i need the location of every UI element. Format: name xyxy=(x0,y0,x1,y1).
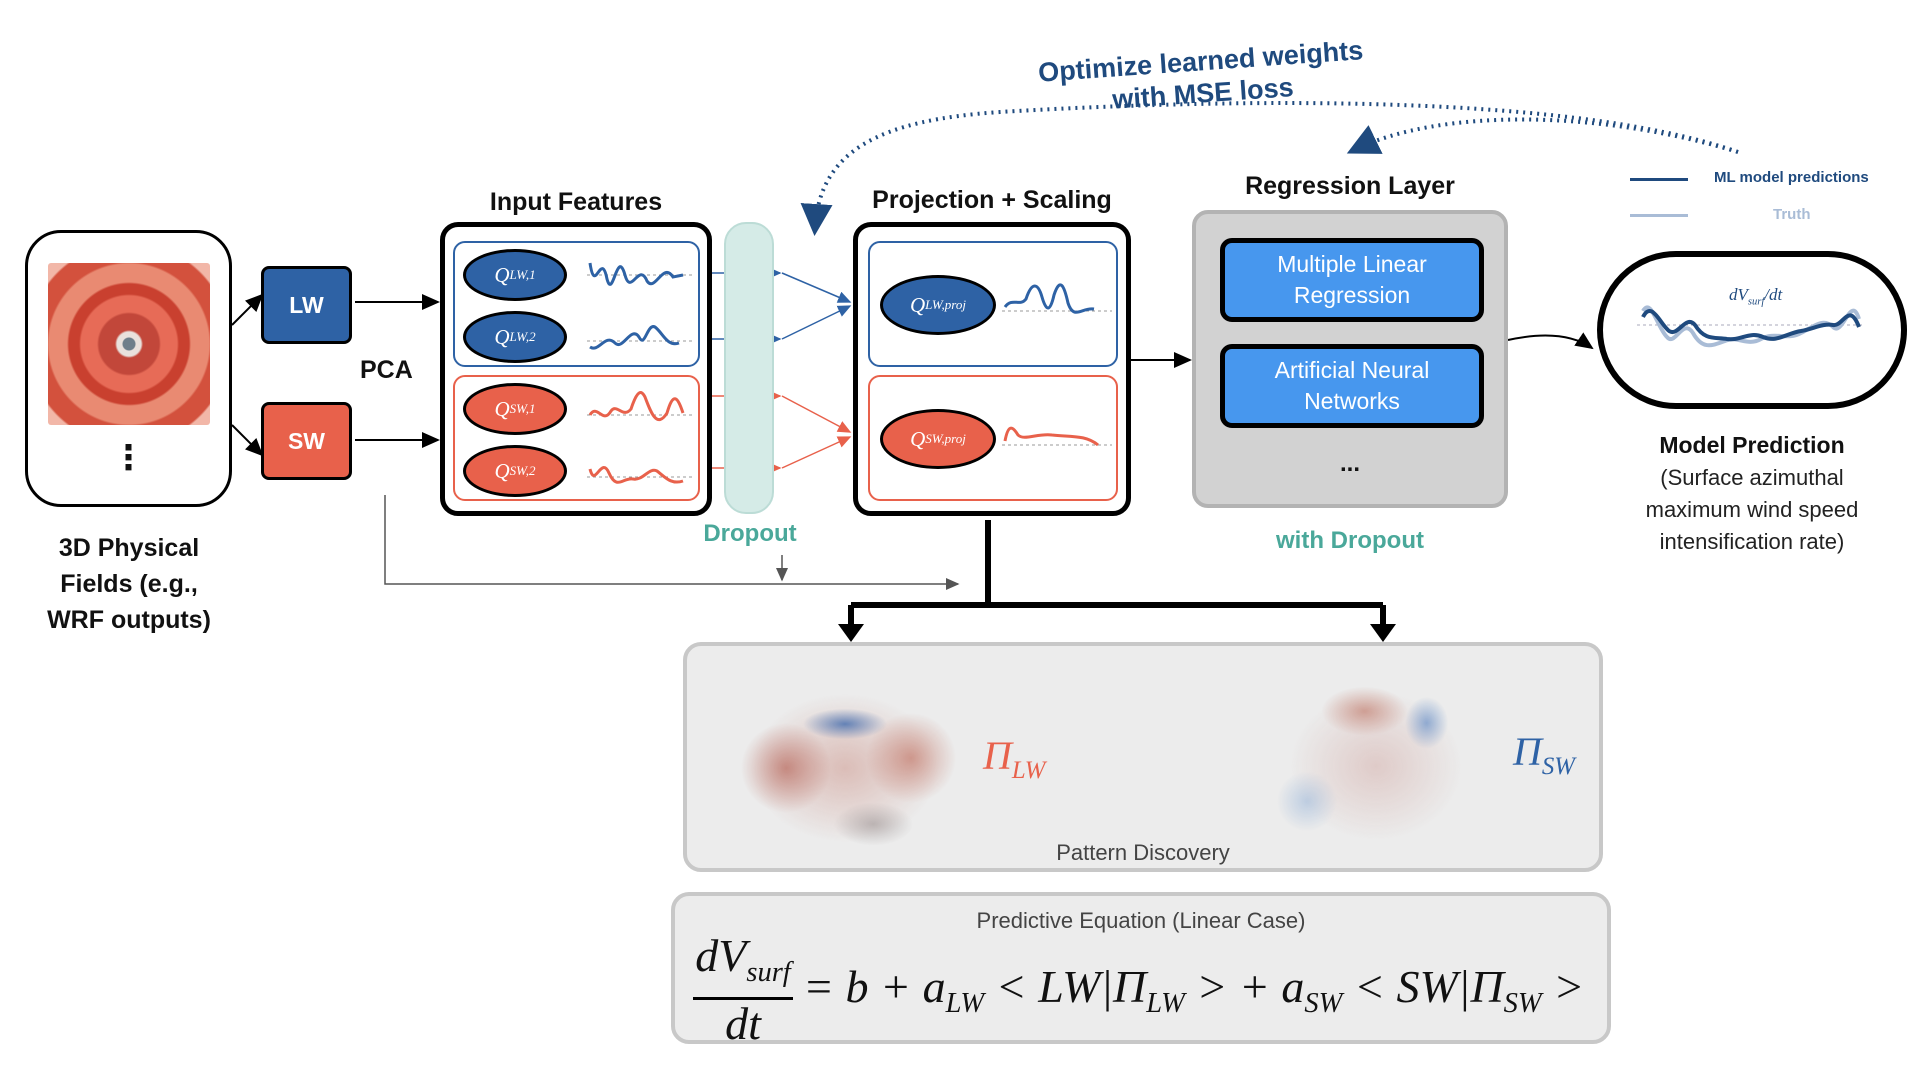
arrow-input-lw xyxy=(231,293,264,326)
prediction-curve xyxy=(1641,309,1861,342)
input-fields-card: ⋮ xyxy=(25,230,232,507)
dropout-label: Dropout xyxy=(703,520,797,547)
q-sw-proj-waveform xyxy=(1002,426,1112,447)
arrow-regression-prediction xyxy=(1507,332,1594,350)
pattern-discovery-label: Pattern Discovery xyxy=(1056,840,1230,865)
regression-more: ... xyxy=(1339,450,1360,477)
arrow-proj-patterns xyxy=(851,520,1383,608)
arrow-input-sw xyxy=(231,424,264,457)
pca-label: PCA xyxy=(360,356,413,384)
prediction-curves xyxy=(1637,305,1865,348)
equation-body: dVsurf dt = b + aLW < LW|ΠLW > + aSW < S… xyxy=(693,931,1593,1048)
projection-title: Projection + Scaling xyxy=(872,186,1112,214)
predictive-equation-box: Predictive Equation (Linear Case) dVsurf… xyxy=(671,892,1611,1048)
q-lw-proj-waveform xyxy=(1002,283,1112,314)
bypass-line xyxy=(384,495,960,590)
pattern-lw-image xyxy=(727,668,963,868)
equation-fraction: dVsurf dt xyxy=(693,929,793,1050)
legend-truth-label: Truth xyxy=(1773,206,1811,223)
q-lw-1-waveform xyxy=(587,262,692,286)
prediction-curve-label: dVsurf/dt xyxy=(1729,285,1783,308)
artificial-neural-networks-block: Artificial Neural Networks xyxy=(1220,344,1484,428)
hurricane-image xyxy=(48,263,210,425)
lw-block: LW xyxy=(261,266,352,344)
model-prediction-text: Model Prediction (Surface azimuthal maxi… xyxy=(1590,428,1914,558)
pattern-discovery-box: ΠLW ΠSW Pattern Discovery xyxy=(683,642,1603,872)
dropout-column xyxy=(724,222,774,514)
regression-box: Multiple Linear Regression Artificial Ne… xyxy=(1192,210,1508,508)
q-lw-2-waveform xyxy=(587,325,692,350)
q-sw-2-waveform xyxy=(587,466,692,484)
model-prediction-title: Model Prediction xyxy=(1659,432,1845,458)
legend-truth-line xyxy=(1630,214,1688,217)
fraction-bar xyxy=(693,997,793,1001)
pattern-sw-image xyxy=(1261,668,1491,864)
ellipsis-vertical: ⋮ xyxy=(111,439,146,477)
with-dropout-label: with Dropout xyxy=(1276,527,1424,554)
multiple-linear-regression-block: Multiple Linear Regression xyxy=(1220,238,1484,322)
pi-lw-label: ΠLW xyxy=(983,733,1046,784)
equation-denominator: dt xyxy=(725,998,761,1050)
equation-title: Predictive Equation (Linear Case) xyxy=(976,908,1306,933)
equation-numerator: dVsurf xyxy=(695,929,791,989)
model-prediction-card: dVsurf/dt xyxy=(1597,251,1907,409)
regression-title: Regression Layer xyxy=(1245,172,1455,200)
input-features-title: Input Features xyxy=(489,188,663,216)
legend-predictions-label: ML model predictions xyxy=(1714,169,1869,186)
sw-block: SW xyxy=(261,402,352,480)
q-sw-1-waveform xyxy=(587,391,692,421)
legend: ML model predictions Truth xyxy=(1630,168,1890,228)
pi-sw-label: ΠSW xyxy=(1513,729,1575,780)
legend-predictions-line xyxy=(1630,178,1688,181)
input-fields-label: 3D Physical Fields (e.g., WRF outputs) xyxy=(47,534,211,634)
equation-rhs: = b + aLW < LW|ΠLW > + aSW < SW|ΠSW > xyxy=(803,960,1585,1020)
